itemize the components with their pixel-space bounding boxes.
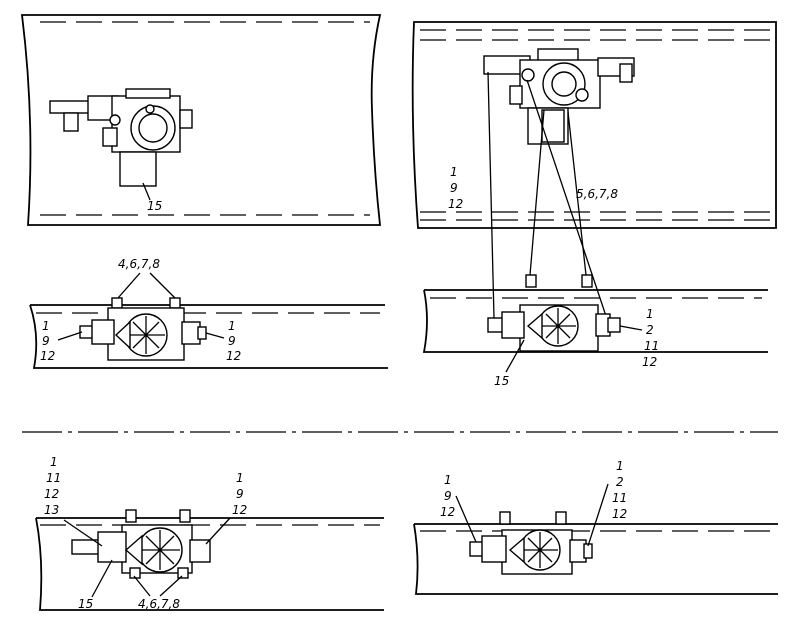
callout-label: 5,6,7,8 — [576, 187, 618, 201]
callout-label: 11 — [46, 471, 61, 485]
view-top-right: 1 9 12 5,6,7,8 — [411, 21, 777, 229]
callout-label: 12 — [612, 507, 627, 521]
callout-label: 4,6,7,8 — [138, 597, 180, 611]
callout-label: 11 — [612, 491, 627, 505]
projection-lines — [487, 71, 609, 323]
callout-label: 12 — [40, 349, 55, 363]
callout-label: 15 — [494, 374, 509, 388]
callout-label: 12 — [232, 503, 247, 517]
callout-label: 1 — [616, 459, 624, 473]
callout-label: 12 — [44, 487, 59, 501]
view-bot-right: 1 9 12 1 2 11 12 — [413, 459, 778, 595]
callout-label: 1 — [42, 319, 50, 333]
valve-body-mid-right — [487, 274, 621, 352]
callout-label: 15 — [147, 199, 162, 213]
callout-label: 1 — [646, 307, 654, 321]
leader-15-top-left — [142, 182, 151, 201]
callout-label: 12 — [642, 355, 657, 369]
callout-label: 1 — [236, 471, 244, 485]
valve-body-bot-left — [71, 509, 211, 579]
callout-label: 9 — [444, 489, 452, 503]
callout-label: 1 — [228, 319, 236, 333]
callout-label: 15 — [78, 597, 93, 611]
callout-label: 2 — [616, 475, 624, 489]
callout-label: 2 — [646, 323, 654, 337]
valve-body-top-left — [49, 88, 193, 187]
callout-label: 9 — [228, 334, 236, 348]
callout-label: 13 — [44, 503, 59, 517]
callout-label: 9 — [42, 334, 50, 348]
valve-body-bot-right — [469, 511, 593, 575]
view-top-left: 15 — [20, 14, 382, 226]
view-mid-right: 1 2 11 12 15 — [422, 274, 768, 388]
callout-label: 1 — [50, 455, 58, 469]
callout-label: 1 — [444, 473, 452, 487]
view-bot-left: 1 11 12 13 1 9 12 15 4,6,7,8 — [35, 455, 384, 611]
valve-body-mid-left — [79, 297, 207, 361]
view-mid-left: 4,6,7,8 1 9 12 1 9 12 — [29, 257, 388, 369]
callout-label: 12 — [226, 349, 241, 363]
callout-label: 12 — [440, 505, 455, 519]
callout-label: 9 — [450, 181, 458, 195]
callout-label: 1 — [450, 165, 458, 179]
callout-label: 9 — [236, 487, 244, 501]
callout-label: 12 — [448, 197, 463, 211]
callout-label: 11 — [644, 339, 659, 353]
callout-label: 4,6,7,8 — [118, 257, 160, 271]
valve-body-top-right — [483, 48, 635, 145]
